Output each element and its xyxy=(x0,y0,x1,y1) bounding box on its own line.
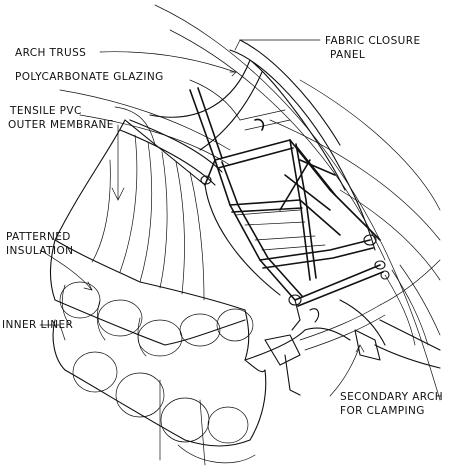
polycarbonate-glazing-strips xyxy=(234,109,326,251)
inner-liner xyxy=(52,319,267,447)
secondary-arch xyxy=(299,259,441,351)
label-patterned-insulation-line1: PATTERNED xyxy=(6,231,71,243)
label-patterned-insulation-line2: INSULATION xyxy=(6,245,73,257)
leader-lines xyxy=(39,39,365,397)
inner-liner-pillows xyxy=(72,351,256,466)
label-fabric-closure-line1: FABRIC CLOSURE xyxy=(325,35,420,47)
label-inner-liner: INNER LINER xyxy=(2,319,73,331)
tensile-membrane xyxy=(54,119,281,311)
label-secondary-arch-line1: SECONDARY ARCH xyxy=(340,391,443,403)
label-polycarbonate-glazing: POLYCARBONATE GLAZING xyxy=(15,71,164,83)
label-secondary-arch-line2: FOR CLAMPING xyxy=(340,405,425,417)
truss-nodes xyxy=(200,175,390,331)
patterned-insulation xyxy=(49,239,306,361)
label-tensile-pvc-line1: TENSILE PVC xyxy=(9,105,82,117)
insulation-pillows xyxy=(59,281,254,357)
label-fabric-closure-line2: PANEL xyxy=(330,49,365,61)
label-tensile-pvc-line2: OUTER MEMBRANE xyxy=(8,119,114,131)
label-arch-truss: ARCH TRUSS xyxy=(15,47,86,59)
clamping-details xyxy=(264,299,441,396)
tensile-membrane-hatching xyxy=(91,134,205,301)
